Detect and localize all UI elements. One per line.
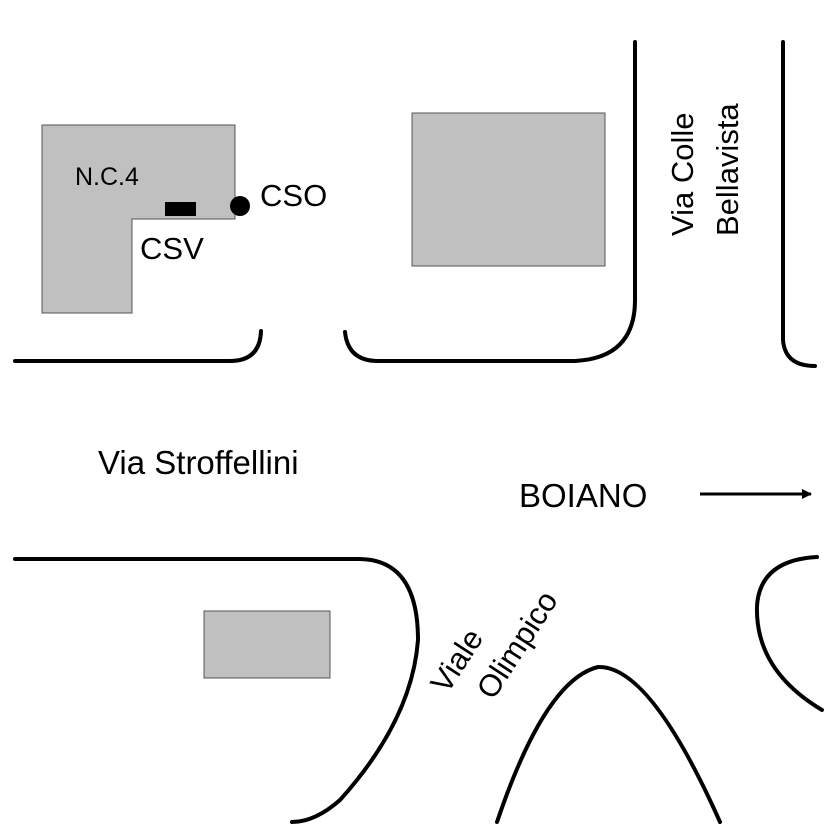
road-edge-northeast [781, 40, 817, 368]
label-bellavista: Bellavista [710, 103, 745, 236]
csv-marker [165, 202, 196, 216]
road-edge-southwest [13, 557, 420, 824]
cso-marker [230, 196, 250, 216]
road-edge-south-curve [495, 664, 722, 824]
road-edge-southeast [754, 555, 824, 712]
label-group-viale-olimpico: Viale Olimpico [424, 585, 565, 705]
building-nc4 [41, 124, 236, 314]
road-edge-northwest [13, 329, 263, 363]
building-block-south [203, 610, 331, 679]
label-group-via-colle-bellavista: Via Colle Bellavista [665, 103, 745, 236]
building-block-north [411, 112, 606, 267]
label-via-stroffellini: Via Stroffellini [98, 444, 299, 481]
label-cso: CSO [260, 178, 327, 213]
label-nc4: N.C.4 [75, 163, 139, 191]
label-via-colle: Via Colle [665, 112, 700, 236]
road-edge-north-middle [343, 40, 637, 363]
label-csv: CSV [140, 231, 204, 266]
label-boiano: BOIANO [519, 477, 647, 514]
